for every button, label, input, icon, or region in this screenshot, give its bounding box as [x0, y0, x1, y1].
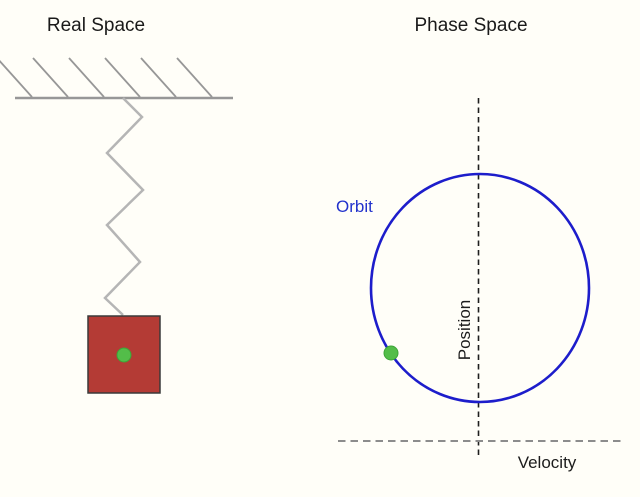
ceiling-hatch-icon — [68, 57, 105, 98]
ceiling-hatch-icon — [104, 57, 141, 98]
ceiling-hatch-icon — [0, 59, 33, 98]
ceiling-hatch-icon — [32, 57, 69, 98]
position-axis-label: Position — [455, 300, 474, 360]
mass-marker — [116, 347, 132, 363]
real-space-title: Real Space — [47, 15, 145, 36]
phase-space-panel: Phase Space Orbit Position Velocity — [336, 15, 622, 472]
ceiling-hatch-icon — [176, 57, 213, 98]
ceiling — [0, 57, 233, 100]
phase-space-title: Phase Space — [414, 15, 527, 36]
orbit-circle — [369, 172, 591, 404]
orbit-label: Orbit — [336, 197, 373, 216]
real-space-panel: Real Space — [0, 15, 233, 394]
spring — [103, 97, 145, 316]
phase-marker — [383, 345, 399, 361]
velocity-axis-label: Velocity — [518, 453, 577, 472]
ceiling-hatch-icon — [140, 57, 177, 98]
